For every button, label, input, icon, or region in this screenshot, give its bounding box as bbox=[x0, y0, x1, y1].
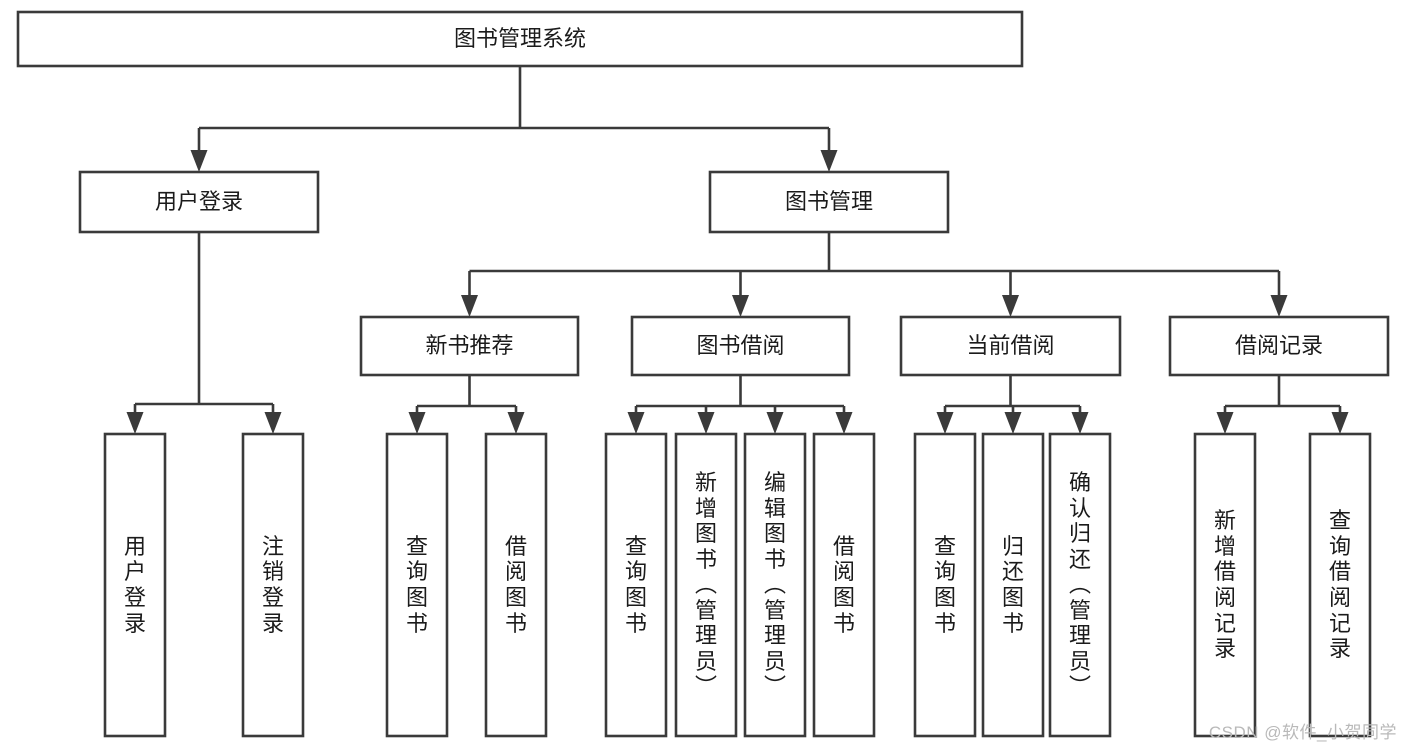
edges-layer bbox=[126, 66, 1349, 434]
node-box-leaf-edit-book[interactable] bbox=[743, 432, 807, 738]
node-label-current-borrow: 当前借阅 bbox=[966, 333, 1054, 358]
boxes-layer bbox=[16, 10, 1390, 738]
node-label-book-borrow: 图书借阅 bbox=[696, 333, 784, 358]
node-box-leaf-query-record[interactable] bbox=[1308, 432, 1372, 738]
arrow-head-icon bbox=[126, 412, 144, 434]
node-label-new-book-recommend: 新书推荐 bbox=[425, 333, 513, 358]
node-box-leaf-return-book[interactable] bbox=[981, 432, 1045, 738]
node-box-leaf-user-login[interactable] bbox=[103, 432, 167, 738]
arrow-head-icon bbox=[697, 412, 715, 434]
arrow-head-icon bbox=[732, 295, 749, 317]
arrow-head-icon bbox=[507, 412, 525, 434]
arrow-head-icon bbox=[1331, 412, 1349, 434]
node-box-borrow-record[interactable] bbox=[1168, 315, 1390, 377]
node-box-current-borrow[interactable] bbox=[899, 315, 1122, 377]
node-box-book-borrow[interactable] bbox=[630, 315, 851, 377]
arrow-head-icon bbox=[264, 412, 282, 434]
node-box-leaf-query-book-1[interactable] bbox=[385, 432, 449, 738]
arrow-head-icon bbox=[461, 295, 478, 317]
arrow-head-icon bbox=[835, 412, 853, 434]
arrow-head-icon bbox=[820, 150, 838, 172]
node-box-book-manage[interactable] bbox=[708, 170, 950, 234]
node-box-leaf-query-book-3[interactable] bbox=[913, 432, 977, 738]
node-box-leaf-add-book[interactable] bbox=[674, 432, 738, 738]
node-label-root: 图书管理系统 bbox=[454, 26, 586, 51]
node-label-user-login: 用户登录 bbox=[155, 189, 243, 214]
arrow-head-icon bbox=[1071, 412, 1089, 434]
arrow-head-icon bbox=[766, 412, 784, 434]
node-box-new-book-recommend[interactable] bbox=[359, 315, 580, 377]
node-box-leaf-borrow-book-1[interactable] bbox=[484, 432, 548, 738]
arrow-head-icon bbox=[190, 150, 208, 172]
node-box-user-login[interactable] bbox=[78, 170, 320, 234]
arrow-head-icon bbox=[1216, 412, 1234, 434]
arrow-head-icon bbox=[936, 412, 954, 434]
node-box-leaf-confirm-return[interactable] bbox=[1048, 432, 1112, 738]
arrow-head-icon bbox=[1002, 295, 1019, 317]
node-box-leaf-user-logout[interactable] bbox=[241, 432, 305, 738]
node-box-leaf-query-book-2[interactable] bbox=[604, 432, 668, 738]
node-label-book-manage: 图书管理 bbox=[785, 189, 873, 214]
node-box-leaf-borrow-book-2[interactable] bbox=[812, 432, 876, 738]
node-label-borrow-record: 借阅记录 bbox=[1235, 333, 1323, 358]
arrow-head-icon bbox=[408, 412, 426, 434]
node-box-leaf-add-record[interactable] bbox=[1193, 432, 1257, 738]
node-box-root[interactable] bbox=[16, 10, 1024, 68]
csdn-watermark: CSDN @软件_小贺同学 bbox=[1208, 723, 1397, 742]
arrow-head-icon bbox=[627, 412, 645, 434]
arrow-head-icon bbox=[1270, 295, 1288, 317]
arrow-head-icon bbox=[1004, 412, 1022, 434]
